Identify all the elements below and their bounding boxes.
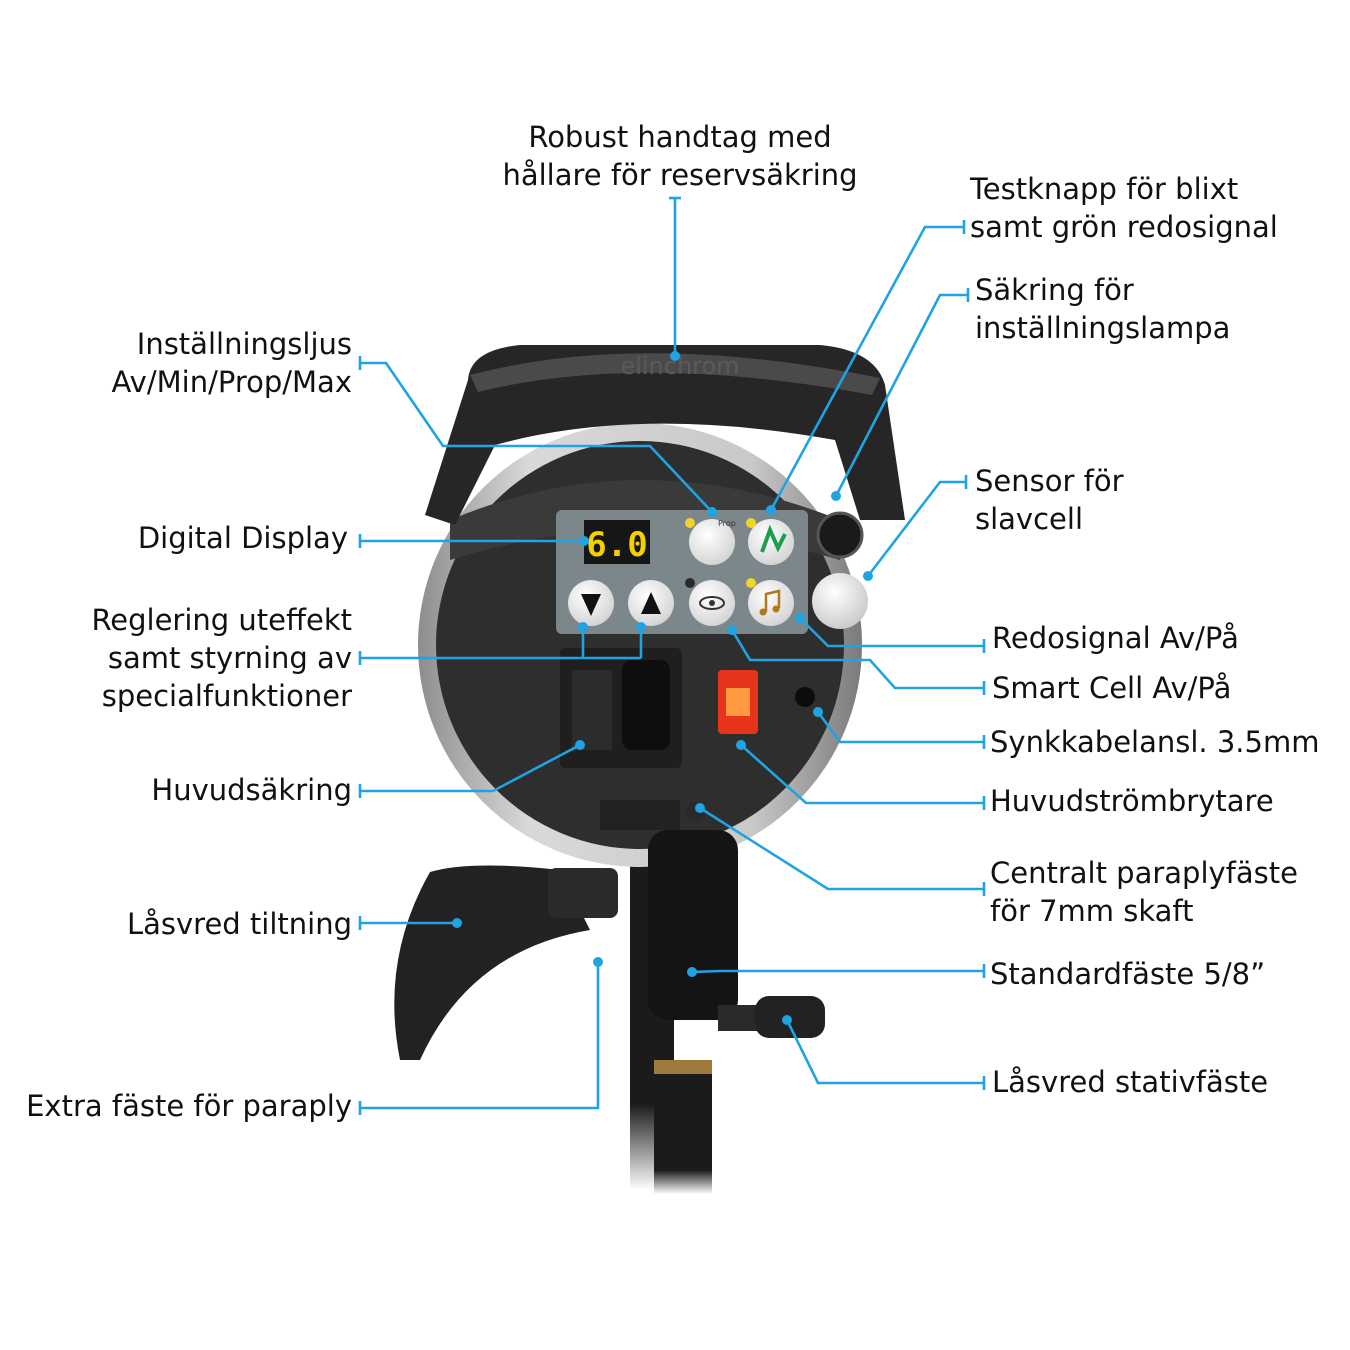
slave-cell-sensor xyxy=(812,573,868,629)
modeling-indicator-led xyxy=(685,518,695,528)
label-main-fuse: Huvudsäkring xyxy=(151,773,352,807)
label-modeling-light: Inställningsljus Av/Min/Prop/Max xyxy=(111,327,352,399)
tilt-lock-lever[interactable] xyxy=(394,865,590,1060)
handle: elinchrom xyxy=(425,345,905,525)
label-extra-umbrella: Extra fäste för paraply xyxy=(26,1089,352,1123)
label-slave-sensor: Sensor för slavcell xyxy=(975,464,1124,536)
control-panel: 6.0 Prop xyxy=(556,510,808,634)
ready-signal-button[interactable] xyxy=(748,580,794,626)
swivel-bracket xyxy=(600,800,738,1020)
label-tilt-lock: Låsvred tiltning xyxy=(126,907,352,941)
digital-display-screen xyxy=(584,520,650,564)
sync-socket[interactable] xyxy=(795,687,815,707)
label-ready-signal: Redosignal Av/På xyxy=(992,621,1239,655)
label-stand-lock: Låsvred stativfäste xyxy=(992,1065,1269,1099)
flash-icon xyxy=(760,524,787,553)
modeling-light-button[interactable] xyxy=(689,519,735,565)
arrow-down-icon xyxy=(581,594,601,616)
ready-indicator-led xyxy=(746,578,756,588)
label-main-switch: Huvudströmbrytare xyxy=(990,784,1274,818)
label-power-control: Reglering uteffekt samt styrning av spec… xyxy=(91,603,352,713)
label-smart-cell: Smart Cell Av/På xyxy=(992,671,1232,705)
label-test-button: Testknapp för blixt samt grön redosignal xyxy=(970,172,1278,244)
leader-lines xyxy=(358,196,986,1115)
label-umbrella-mount: Centralt paraplyfäste för 7mm skaft xyxy=(990,856,1298,928)
label-modeling-fuse: Säkring för inställningslampa xyxy=(975,273,1231,345)
prop-label: Prop xyxy=(718,519,736,528)
brand-logo: elinchrom xyxy=(620,352,739,380)
arrow-up-icon xyxy=(641,592,661,614)
music-note-icon xyxy=(764,589,781,612)
label-standard-mount: Standardfäste 5/8” xyxy=(990,957,1266,991)
display-digits: 6.0 xyxy=(586,525,647,565)
test-indicator-led xyxy=(746,518,756,528)
modeling-fuse-socket[interactable] xyxy=(816,511,864,559)
label-sync-socket: Synkkabelansl. 3.5mm xyxy=(990,725,1320,759)
eye-icon xyxy=(699,596,725,610)
label-digital-display: Digital Display xyxy=(137,521,348,555)
label-handle: Robust handtag med hållare för reservsäk… xyxy=(502,120,858,192)
main-fuse-inlet[interactable] xyxy=(560,648,682,768)
test-flash-button[interactable] xyxy=(748,519,794,565)
